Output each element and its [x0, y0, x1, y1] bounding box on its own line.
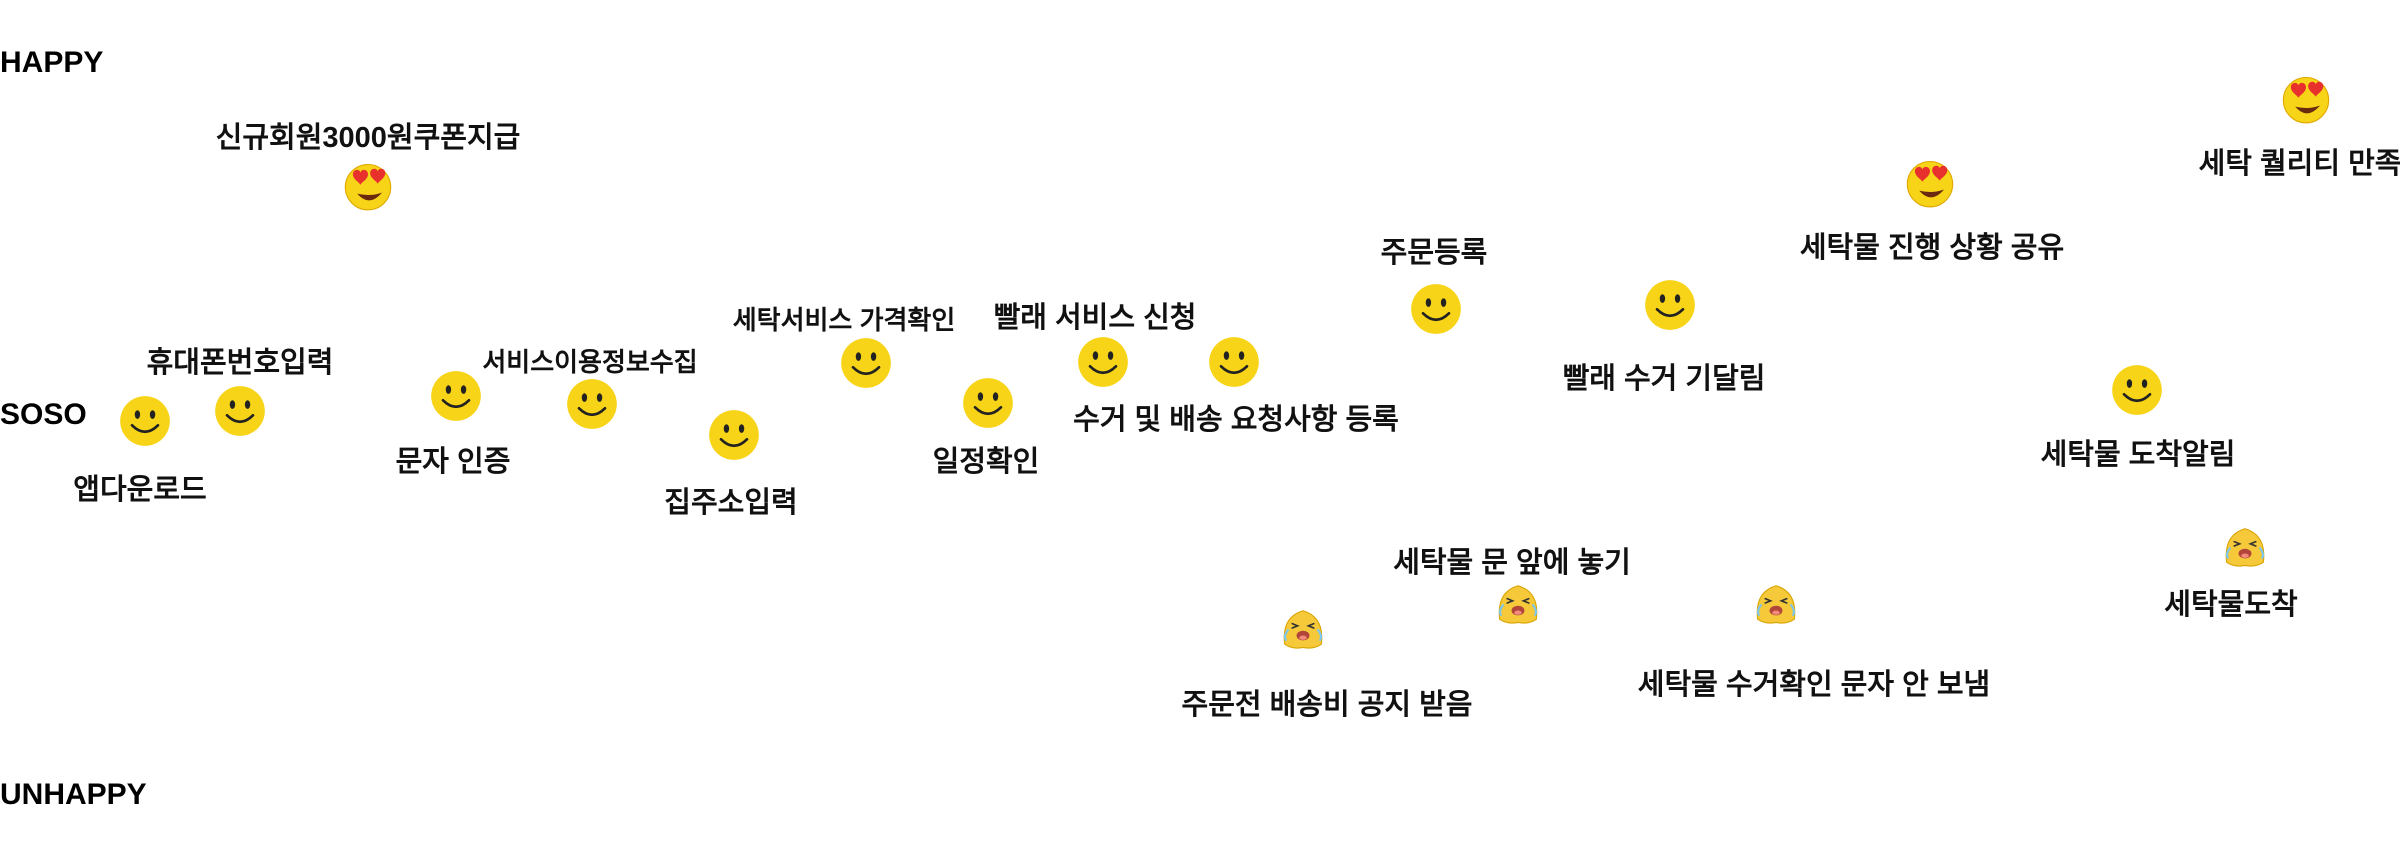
step-label: 세탁물 진행 상황 공유: [1799, 232, 2065, 264]
heart-eyes-icon: [2279, 71, 2333, 125]
step-label: 휴대폰번호입력: [146, 347, 334, 379]
crying-icon: [2218, 519, 2272, 573]
smiley-icon: [2110, 363, 2164, 417]
step-label: 문자 인증: [395, 446, 511, 478]
step-label: 주문전 배송비 공지 받음: [1181, 689, 1473, 721]
smiley-icon: [1409, 282, 1463, 336]
crying-icon: [1276, 601, 1330, 655]
crying-icon: [1491, 576, 1545, 630]
crying-icon: [1749, 576, 1803, 630]
smiley-icon: [707, 408, 761, 462]
smiley-icon: [839, 336, 893, 390]
axis-label-soso: SOSO: [0, 398, 87, 431]
smiley-icon: [118, 394, 172, 448]
smiley-icon: [565, 377, 619, 431]
heart-eyes-icon: [1903, 155, 1957, 209]
step-label: 세탁물 문 앞에 놓기: [1393, 547, 1631, 579]
axis-label-happy: HAPPY: [0, 46, 104, 79]
step-label: 앱다운로드: [73, 474, 207, 506]
step-label: 집주소입력: [664, 487, 798, 519]
smiley-icon: [961, 376, 1015, 430]
smiley-icon: [1076, 335, 1130, 389]
step-label: 빨래 수거 기달림: [1562, 363, 1766, 395]
smiley-icon: [429, 369, 483, 423]
smiley-icon: [1207, 335, 1261, 389]
step-label: 세탁 퀄리티 만족: [2198, 148, 2400, 180]
step-label: 빨래 서비스 신청: [993, 302, 1197, 334]
axis-label-unhappy: UNHAPPY: [0, 778, 147, 811]
smiley-icon: [1643, 278, 1697, 332]
step-label: 신규회원3000원쿠폰지급: [215, 122, 521, 154]
step-label: 세탁물 수거확인 문자 안 보냄: [1637, 669, 1991, 701]
step-label: 세탁물 도착알림: [2040, 439, 2236, 471]
smiley-icon: [213, 384, 267, 438]
step-label: 일정확인: [932, 446, 1040, 478]
step-label: 수거 및 배송 요청사항 등록: [1073, 404, 1399, 436]
step-label: 세탁물도착: [2164, 589, 2298, 621]
heart-eyes-icon: [341, 158, 395, 212]
step-label: 서비스이용정보수집: [482, 347, 698, 377]
step-label: 세탁서비스 가격확인: [732, 305, 956, 335]
step-label: 주문등록: [1380, 237, 1488, 269]
